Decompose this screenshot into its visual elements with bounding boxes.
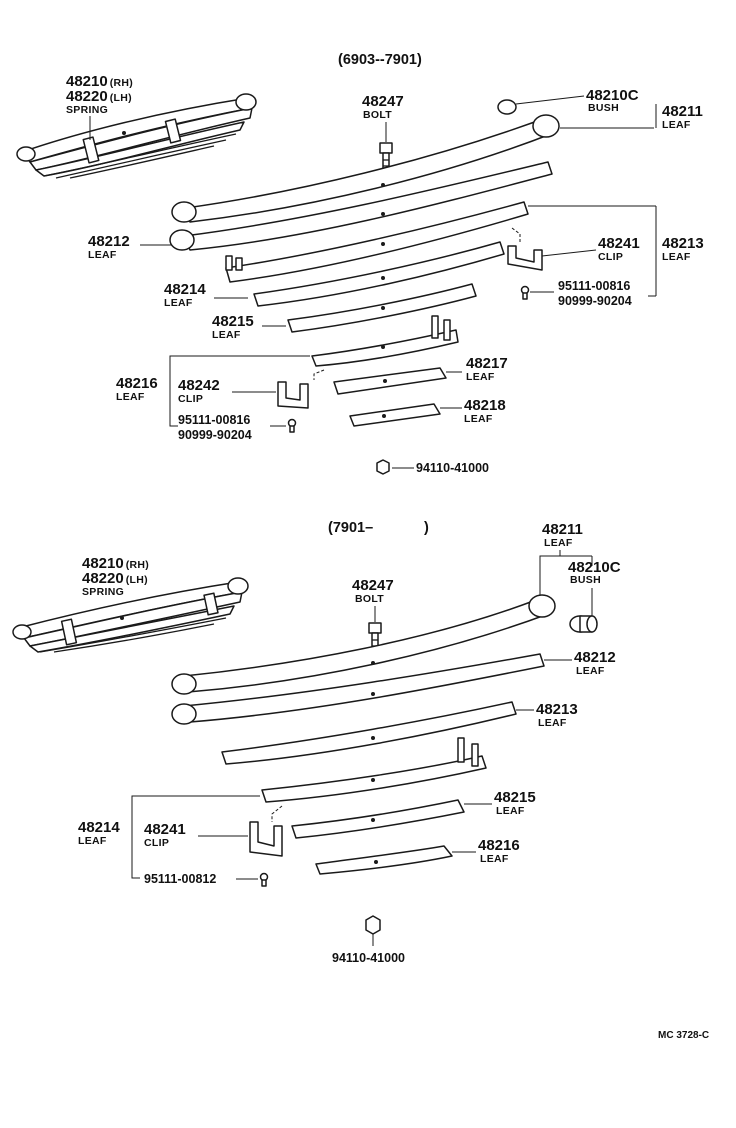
top-rivet-left: 95111-00816 90999-90204 bbox=[178, 413, 297, 442]
svg-text:48210(RH): 48210(RH) bbox=[66, 73, 133, 90]
bottom-era-close: ) bbox=[424, 520, 429, 536]
top-bush: 48210C BUSH bbox=[497, 87, 639, 115]
svg-text:48241: 48241 bbox=[144, 821, 186, 838]
svg-text:LEAF: LEAF bbox=[78, 835, 107, 847]
svg-text:48216: 48216 bbox=[116, 375, 158, 392]
top-nut: 94110-41000 bbox=[376, 459, 489, 475]
svg-text:48210C: 48210C bbox=[568, 559, 621, 576]
svg-text:BOLT: BOLT bbox=[355, 593, 384, 605]
svg-text:48217: 48217 bbox=[466, 355, 508, 372]
svg-text:48210(RH): 48210(RH) bbox=[82, 555, 149, 572]
bottom-era-label: (7901– bbox=[328, 520, 373, 536]
svg-text:LEAF: LEAF bbox=[662, 119, 691, 131]
svg-text:48218: 48218 bbox=[464, 397, 506, 414]
top-leaf-48213: 48213 LEAF bbox=[225, 201, 704, 297]
svg-text:48212: 48212 bbox=[574, 649, 616, 666]
svg-text:48211: 48211 bbox=[542, 521, 583, 538]
bottom-leaf-48212: 48212 LEAF bbox=[171, 649, 616, 725]
top-leaf-48215: 48215 LEAF bbox=[212, 283, 477, 341]
svg-text:LEAF: LEAF bbox=[496, 805, 525, 817]
svg-text:LEAF: LEAF bbox=[164, 297, 193, 309]
bottom-leaf-48213: 48213 LEAF bbox=[221, 701, 578, 765]
svg-text:48213: 48213 bbox=[536, 701, 578, 718]
svg-text:48211: 48211 bbox=[662, 103, 703, 120]
svg-text:48216: 48216 bbox=[478, 837, 520, 854]
svg-text:48247: 48247 bbox=[362, 93, 404, 110]
top-leaf-48212: 48212 LEAF bbox=[88, 161, 553, 261]
top-era-label: (6903--7901) bbox=[338, 52, 422, 68]
svg-text:LEAF: LEAF bbox=[212, 329, 241, 341]
top-clip-48242: 48242 CLIP bbox=[178, 369, 325, 409]
bottom-nut: 94110-41000 bbox=[332, 915, 405, 965]
top-spring-label: 48210(RH) 48220(LH) SPRING bbox=[66, 73, 133, 140]
svg-text:BUSH: BUSH bbox=[588, 102, 619, 114]
svg-text:48213: 48213 bbox=[662, 235, 704, 252]
svg-text:48214: 48214 bbox=[78, 819, 120, 836]
svg-text:95111-00816: 95111-00816 bbox=[178, 413, 250, 427]
top-leaf-48216: 48216 LEAF bbox=[116, 315, 459, 427]
svg-text:48220(LH): 48220(LH) bbox=[82, 570, 148, 587]
top-leaf-48217: 48217 LEAF bbox=[333, 355, 508, 395]
top-leaf-48214: 48214 LEAF bbox=[164, 241, 505, 309]
bottom-bush: 48210C BUSH bbox=[568, 559, 621, 633]
bottom-leaf-48211 bbox=[171, 594, 556, 695]
svg-text:48215: 48215 bbox=[212, 313, 254, 330]
svg-text:48215: 48215 bbox=[494, 789, 536, 806]
top-clip-48241: 48241 CLIP bbox=[507, 227, 640, 271]
bottom-rivet: 95111-00812 bbox=[144, 872, 269, 887]
svg-text:LEAF: LEAF bbox=[662, 251, 691, 263]
svg-text:LEAF: LEAF bbox=[538, 717, 567, 729]
svg-text:48220(LH): 48220(LH) bbox=[66, 88, 132, 105]
top-leaf-48218: 48218 LEAF bbox=[349, 397, 506, 427]
svg-text:LEAF: LEAF bbox=[116, 391, 145, 403]
bottom-leaf-48215: 48215 LEAF bbox=[291, 789, 536, 839]
figure-code: MC 3728-C bbox=[658, 1030, 709, 1041]
svg-text:SPRING: SPRING bbox=[82, 586, 124, 598]
svg-text:90999-90204: 90999-90204 bbox=[178, 428, 252, 442]
top-bolt: 48247 BOLT bbox=[362, 93, 404, 178]
bottom-spring-assembly-illustration bbox=[12, 577, 249, 653]
bottom-leaf-48214: 48214 LEAF bbox=[78, 737, 487, 879]
svg-text:LEAF: LEAF bbox=[88, 249, 117, 261]
svg-text:94110-41000: 94110-41000 bbox=[332, 951, 405, 965]
svg-text:LEAF: LEAF bbox=[480, 853, 509, 865]
bottom-leaf-48211-label: 48211 LEAF bbox=[539, 521, 593, 598]
svg-text:48247: 48247 bbox=[352, 577, 394, 594]
bottom-leaf-48216: 48216 LEAF bbox=[315, 837, 520, 875]
svg-text:CLIP: CLIP bbox=[144, 837, 169, 849]
bottom-spring-label: 48210(RH) 48220(LH) SPRING bbox=[82, 555, 149, 598]
top-rivet-right: 95111-00816 90999-90204 bbox=[520, 279, 632, 308]
svg-text:LEAF: LEAF bbox=[466, 371, 495, 383]
bottom-clip-48241: 48241 CLIP bbox=[144, 805, 283, 857]
svg-text:48214: 48214 bbox=[164, 281, 206, 298]
svg-text:BOLT: BOLT bbox=[363, 109, 392, 121]
svg-text:SPRING: SPRING bbox=[66, 104, 108, 116]
svg-text:BUSH: BUSH bbox=[570, 574, 601, 586]
svg-text:90999-90204: 90999-90204 bbox=[558, 294, 632, 308]
svg-text:LEAF: LEAF bbox=[464, 413, 493, 425]
svg-text:48212: 48212 bbox=[88, 233, 130, 250]
svg-text:48241: 48241 bbox=[598, 235, 640, 252]
svg-text:LEAF: LEAF bbox=[576, 665, 605, 677]
top-spring-assembly-illustration bbox=[16, 93, 257, 179]
svg-text:95111-00812: 95111-00812 bbox=[144, 872, 216, 886]
svg-text:CLIP: CLIP bbox=[598, 251, 623, 263]
svg-text:LEAF: LEAF bbox=[544, 537, 573, 549]
svg-text:CLIP: CLIP bbox=[178, 393, 203, 405]
top-leaf-48211: 48211 LEAF bbox=[171, 103, 703, 223]
svg-text:94110-41000: 94110-41000 bbox=[416, 461, 489, 475]
svg-text:48242: 48242 bbox=[178, 377, 220, 394]
svg-text:48210C: 48210C bbox=[586, 87, 639, 104]
svg-text:95111-00816: 95111-00816 bbox=[558, 279, 630, 293]
